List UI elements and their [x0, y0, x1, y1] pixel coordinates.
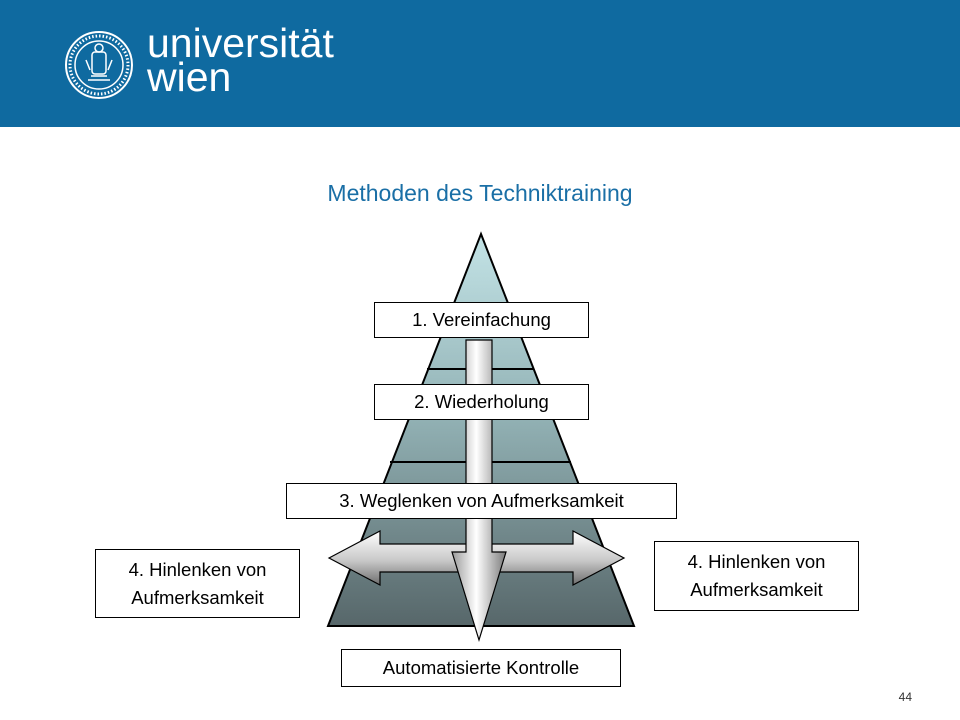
- level-box-2: 2. Wiederholung: [374, 384, 589, 420]
- wordmark-line2: wien: [147, 54, 232, 100]
- left-focus-line1: 4. Hinlenken von: [128, 558, 267, 580]
- right-focus-line1: 4. Hinlenken von: [687, 551, 826, 572]
- left-focus-line2: Aufmerksamkeit: [131, 586, 264, 608]
- slide-title: Methoden des Techniktraining: [327, 180, 633, 206]
- level-box-3: 3. Weglenken von Aufmerksamkeit: [286, 483, 677, 519]
- wordmark-line1: universität: [147, 20, 334, 66]
- right-focus-line2: Aufmerksamkeit: [690, 579, 823, 600]
- header-bar: universität wien: [0, 0, 960, 127]
- left-focus-box: 4. Hinlenken von Aufmerksamkeit: [95, 549, 300, 618]
- page-number: 44: [898, 690, 912, 704]
- university-seal-icon: [65, 31, 133, 99]
- university-wordmark: universität wien: [147, 20, 334, 100]
- right-focus-box: 4. Hinlenken von Aufmerksamkeit: [654, 541, 859, 611]
- automated-control-box: Automatisierte Kontrolle: [341, 649, 621, 687]
- level-box-1: 1. Vereinfachung: [374, 302, 589, 338]
